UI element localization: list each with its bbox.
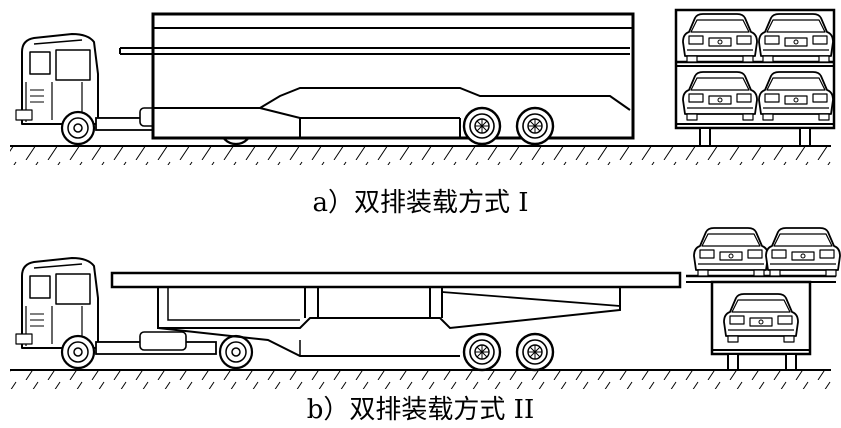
car-a1 (682, 13, 758, 63)
trailer-a (119, 12, 635, 140)
figure-b (10, 227, 841, 389)
caption-a: a）双排装载方式 I (312, 188, 529, 218)
tractor-b (15, 257, 254, 370)
car-a4 (758, 71, 834, 121)
ground-hatch-a (10, 147, 831, 165)
ground-hatch-b (10, 371, 831, 389)
car-a3 (682, 71, 758, 121)
car-b2 (765, 227, 841, 277)
car-b3 (723, 293, 799, 343)
trailer-b (110, 271, 682, 357)
car-a2 (758, 13, 834, 63)
figure-a (10, 8, 836, 165)
caption-b: b）双排装载方式 II (306, 395, 535, 425)
car-rack-a (674, 8, 836, 147)
car-b1 (693, 227, 769, 277)
